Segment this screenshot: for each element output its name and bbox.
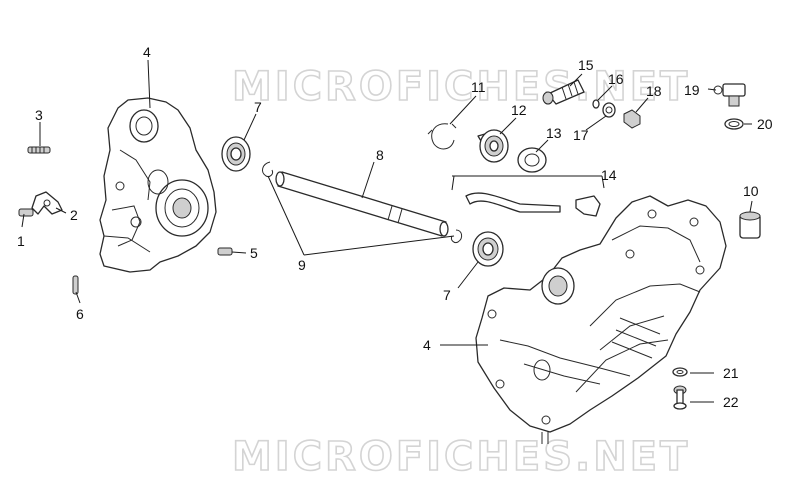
circlip-part-9-left [262, 161, 273, 177]
callout-9: 9 [298, 257, 306, 273]
nut-part-18 [623, 109, 641, 129]
callout-15: 15 [578, 57, 594, 73]
callout-7-top: 7 [254, 99, 262, 115]
stud-part-3 [27, 146, 51, 154]
callout-16: 16 [608, 71, 624, 87]
callout-6: 6 [76, 306, 84, 322]
screw-part-1 [18, 208, 34, 217]
callout-17: 17 [573, 127, 589, 143]
callout-18: 18 [646, 83, 662, 99]
dowel-part-6 [72, 275, 79, 295]
callout-14: 14 [601, 167, 617, 183]
callout-2: 2 [70, 207, 78, 223]
callout-19: 19 [684, 82, 700, 98]
callout-12: 12 [511, 102, 527, 118]
callout-labels: 1 2 3 4 5 6 7 8 9 10 11 12 13 14 15 16 1… [17, 44, 773, 410]
callout-3: 3 [35, 107, 43, 123]
callout-10: 10 [743, 183, 759, 199]
callout-5: 5 [250, 245, 258, 261]
bearing-part-7-bottom [472, 231, 504, 267]
callout-4-left: 4 [143, 44, 151, 60]
callout-11: 11 [471, 79, 486, 95]
hose-part-14 [451, 175, 605, 217]
washer-part-17 [602, 102, 616, 118]
bushing-part-10 [739, 211, 761, 239]
circlip-part-9-right [451, 229, 463, 243]
callout-21: 21 [723, 365, 739, 381]
right-crankcase-half [475, 195, 727, 444]
bolt-part-15 [542, 79, 585, 105]
shaft-part-8 [275, 171, 449, 237]
seal-part-13 [517, 147, 547, 173]
washer-part-16 [592, 99, 600, 109]
left-crankcase-half [99, 97, 217, 273]
pin-part-5 [217, 247, 233, 256]
oring-part-20 [724, 118, 744, 130]
callout-13: 13 [546, 125, 562, 141]
bearing-part-7-top [221, 136, 251, 172]
watermark-top: MICROFICHES.NET [232, 64, 690, 110]
callout-22: 22 [723, 394, 739, 410]
bracket-part-2 [31, 191, 63, 215]
sensor-part-19 [713, 83, 746, 107]
callout-4-right: 4 [423, 337, 431, 353]
callout-1: 1 [17, 233, 25, 249]
leader-lines [21, 59, 753, 403]
bearing-part-12 [477, 129, 509, 163]
callout-7-bottom: 7 [443, 287, 451, 303]
callout-8: 8 [376, 147, 384, 163]
washer-part-21 [672, 367, 688, 377]
circlip-part-11 [427, 123, 457, 150]
watermark-bottom: MICROFICHES.NET [232, 434, 690, 480]
callout-20: 20 [757, 116, 773, 132]
bolt-part-22 [673, 385, 687, 410]
